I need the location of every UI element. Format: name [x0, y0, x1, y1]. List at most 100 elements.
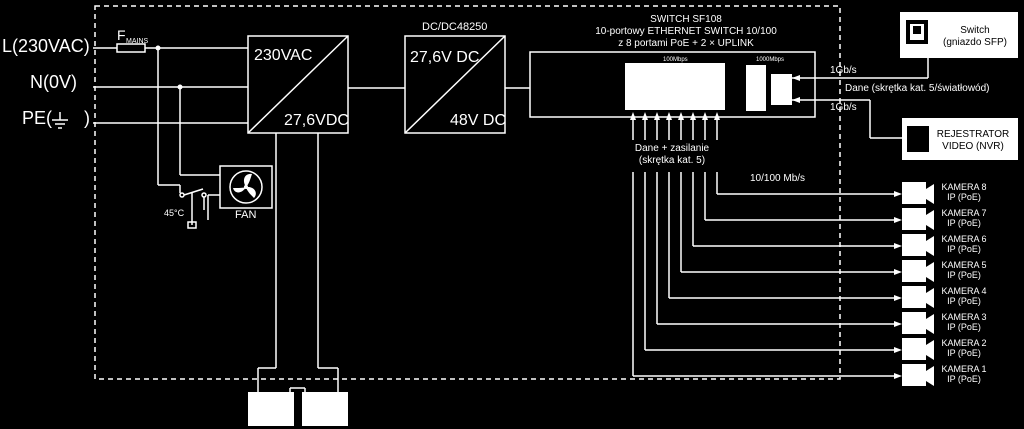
camera-body	[902, 260, 926, 282]
camera-name: KAMERA 3	[941, 312, 986, 322]
l-label: L(230VAC)	[2, 36, 90, 56]
n-label: N(0V)	[30, 72, 77, 92]
switch-line3: z 8 portami PoE + 2 × UPLINK	[618, 38, 754, 49]
pe-close: )	[84, 108, 90, 128]
switch-block	[529, 51, 816, 118]
uplink-port-2	[771, 74, 792, 105]
poe-arrow-head	[714, 112, 720, 120]
camera-sub: IP (PoE)	[947, 244, 981, 254]
fan-icon	[229, 170, 263, 204]
uplink-wires	[792, 58, 929, 139]
camera-lens-icon	[926, 288, 934, 308]
camera-wire-arrow	[894, 217, 902, 223]
ground-icon	[52, 112, 68, 129]
poe-arrow-head	[702, 112, 708, 120]
uplink-speed-top: 1Gb/s	[830, 65, 857, 76]
camera-name: KAMERA 4	[941, 286, 986, 296]
fuse-sub: MAINS	[126, 38, 149, 45]
poe-arrow-head	[642, 112, 648, 120]
camera-sub: IP (PoE)	[947, 192, 981, 202]
camera-name: KAMERA 1	[941, 364, 986, 374]
port-1000-label: 1000Mbps	[756, 57, 784, 63]
camera-item: KAMERA 6IP (PoE)	[902, 234, 987, 256]
camera-sub: IP (PoE)	[947, 270, 981, 280]
fan-box	[219, 165, 273, 209]
camera-item: KAMERA 5IP (PoE)	[902, 260, 987, 282]
camera-body	[902, 338, 926, 360]
psu-in-label: 230VAC	[254, 47, 312, 64]
uplink-arrows	[792, 75, 800, 103]
camera-body	[902, 312, 926, 334]
fuse-label: F	[117, 27, 126, 43]
camera-name: KAMERA 8	[941, 182, 986, 192]
fan-label: FAN	[235, 209, 256, 221]
uplink-speed-bottom: 1Gb/s	[830, 102, 857, 113]
uplink-data-label: Dane (skrętka kat. 5/światłowód)	[845, 83, 990, 94]
camera-sub: IP (PoE)	[947, 348, 981, 358]
camera-lens-icon	[926, 262, 934, 282]
camera-body	[902, 234, 926, 256]
camera-name: KAMERA 7	[941, 208, 986, 218]
ext-switch-line1: Switch	[960, 25, 989, 36]
ext-switch-line2: (gniazdo SFP)	[943, 37, 1007, 48]
nvr-line2: VIDEO (NVR)	[942, 141, 1004, 152]
data-power-line2: (skrętka kat. 5)	[639, 155, 705, 166]
junction-dots	[155, 45, 183, 90]
camera-lens-icon	[926, 236, 934, 256]
pe-label: PE(	[22, 108, 52, 128]
camera-lens-icon	[926, 314, 934, 334]
camera-body	[902, 182, 926, 204]
camera-item: KAMERA 1IP (PoE)	[902, 364, 987, 386]
poe-arrow-head	[678, 112, 684, 120]
battery-2	[302, 392, 348, 426]
camera-body	[902, 364, 926, 386]
camera-lens-icon	[926, 184, 934, 204]
dcdc-title: DC/DC48250	[422, 21, 487, 33]
camera-lens-icon	[926, 366, 934, 386]
camera-sub: IP (PoE)	[947, 218, 981, 228]
uplink-port-1	[746, 65, 766, 111]
camera-list: KAMERA 8IP (PoE)KAMERA 7IP (PoE)KAMERA 6…	[902, 182, 987, 386]
camera-body	[902, 286, 926, 308]
camera-item: KAMERA 3IP (PoE)	[902, 312, 987, 334]
thermostat-label: 45°C	[164, 208, 185, 218]
camera-lens-icon	[926, 210, 934, 230]
camera-wire-arrow	[894, 373, 902, 379]
battery-1	[248, 392, 294, 426]
battery-wires	[257, 133, 339, 392]
camera-wire-arrow	[894, 347, 902, 353]
dcdc-block	[404, 35, 506, 134]
nvr-line1: REJESTRATOR	[937, 129, 1009, 140]
camera-wire-arrow	[894, 243, 902, 249]
camera-wire-arrow	[894, 191, 902, 197]
camera-item: KAMERA 7IP (PoE)	[902, 208, 987, 230]
camera-wire-arrow	[894, 321, 902, 327]
camera-name: KAMERA 5	[941, 260, 986, 270]
poe-arrow-head	[666, 112, 672, 120]
data-power-line1: Dane + zasilanie	[635, 143, 710, 154]
mains-wires	[93, 47, 248, 220]
camera-lens-icon	[926, 340, 934, 360]
camera-speed-label: 10/100 Mb/s	[750, 173, 805, 184]
psu-out-label: 27,6VDC	[284, 112, 349, 129]
camera-item: KAMERA 8IP (PoE)	[902, 182, 987, 204]
camera-item: KAMERA 2IP (PoE)	[902, 338, 987, 360]
camera-sub: IP (PoE)	[947, 296, 981, 306]
camera-wire-arrow	[894, 295, 902, 301]
nvr-icon	[907, 126, 929, 152]
poe-arrow-head	[630, 112, 636, 120]
port-100-block	[625, 63, 725, 110]
camera-item: KAMERA 4IP (PoE)	[902, 286, 987, 308]
port-100-label: 100Mbps	[663, 57, 688, 63]
thermostat-icon	[179, 185, 207, 229]
poe-port-arrows	[630, 112, 720, 140]
fuse-icon	[116, 43, 146, 53]
camera-wire-arrow	[894, 269, 902, 275]
switch-line1: SWITCH SF108	[650, 14, 722, 25]
switch-line2: 10-portowy ETHERNET SWITCH 10/100	[595, 26, 777, 37]
sfp-socket-icon	[906, 20, 928, 44]
camera-name: KAMERA 6	[941, 234, 986, 244]
enclosure-border	[94, 5, 841, 380]
poe-arrow-head	[690, 112, 696, 120]
dcdc-out-label: 48V DC	[450, 112, 506, 129]
